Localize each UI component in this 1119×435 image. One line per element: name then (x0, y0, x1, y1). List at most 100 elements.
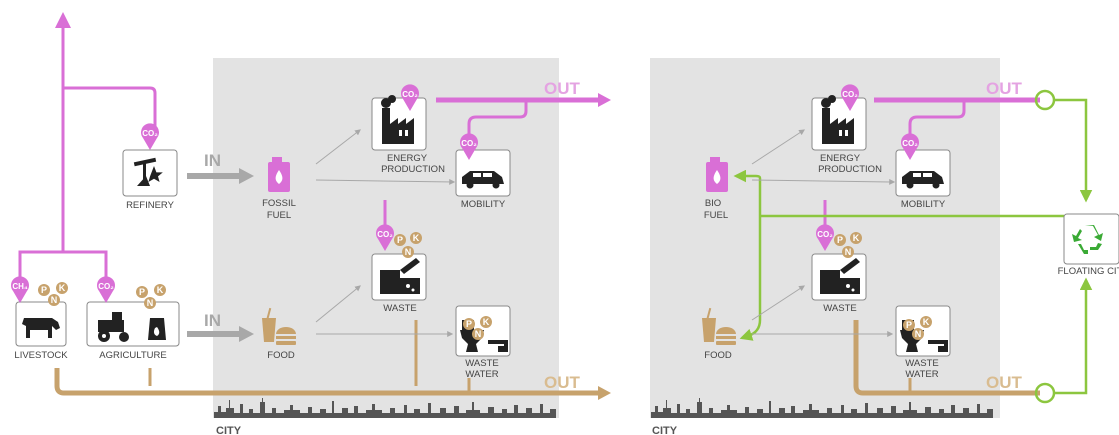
waste-water-label-left-2: WATER (465, 369, 498, 380)
energy-label-1: ENERGY (387, 153, 428, 164)
in-label-top: IN (204, 151, 221, 170)
waste-water-node-left: WASTE WATER P N K (455, 305, 511, 380)
grey-flows-right (751, 129, 896, 337)
npk-badges-waste-right: P N K (834, 232, 862, 258)
co2-pin-mobility-right: CO₂ (901, 133, 919, 160)
waste-node-left: WASTE CO₂ P N K (371, 224, 427, 314)
npk-badges-livestock: P N K (38, 282, 68, 306)
out-arrow-bottom-left (598, 386, 611, 400)
energy-production-node-right: ENERGY PRODUCTION CO₂ (811, 84, 882, 175)
svg-text:K: K (59, 283, 66, 293)
npk-badges-wastewater-left: P N K (463, 316, 492, 340)
refinery-label: REFINERY (126, 200, 175, 211)
mobility-node-right: MOBILITY CO₂ (895, 133, 951, 210)
emission-flows-left (18, 25, 600, 290)
burger-icon (702, 307, 736, 345)
svg-text:CH₄: CH₄ (12, 282, 28, 291)
npk-badges-wastewater-right: P N K (903, 316, 932, 340)
svg-text:N: N (51, 295, 58, 305)
svg-text:CO₂: CO₂ (377, 230, 393, 239)
bio-fuel-node: BIO FUEL (704, 157, 728, 221)
mobility-label-left: MOBILITY (461, 199, 506, 210)
energy-production-node-left: ENERGY PRODUCTION CO₂ (371, 84, 445, 175)
svg-text:P: P (837, 235, 843, 245)
svg-text:N: N (915, 329, 922, 339)
ch4-pin-livestock: CH₄ (11, 276, 30, 303)
npk-badges-waste-left: P N K (394, 232, 422, 258)
nutrient-flows-right (853, 320, 1040, 396)
left-panel: CITY (11, 12, 611, 435)
in-label-bottom: IN (204, 311, 221, 330)
livestock-label: LIVESTOCK (14, 350, 68, 361)
svg-text:CO₂: CO₂ (461, 139, 477, 148)
energy-label-right-1: ENERGY (820, 153, 861, 164)
svg-text:N: N (845, 247, 852, 257)
emission-flows-right (823, 97, 1040, 228)
tractor-icon (98, 312, 129, 342)
waste-node-right: WASTE CO₂ P N K (811, 224, 867, 314)
co2-pin-refinery: CO₂ (141, 123, 160, 150)
energy-label-right-2: PRODUCTION (818, 164, 882, 175)
nutrient-flows-left (54, 320, 600, 396)
fuel-canister-icon (268, 157, 290, 192)
svg-text:K: K (413, 233, 420, 243)
svg-text:K: K (157, 285, 164, 295)
waste-water-label-right-1: WASTE (905, 358, 938, 369)
right-panel: CITY OUT OUT (650, 58, 1119, 435)
city-label-right: CITY (652, 425, 678, 435)
food-node-left: FOOD (262, 307, 296, 361)
out-label-bottom-right: OUT (986, 373, 1023, 392)
out-label-top-left: OUT (544, 79, 581, 98)
city-label-left: CITY (216, 425, 242, 435)
co2-pin-waste-left: CO₂ (376, 224, 394, 251)
svg-text:P: P (466, 319, 472, 329)
out-label-bottom-left: OUT (544, 373, 581, 392)
svg-text:CO₂: CO₂ (817, 230, 833, 239)
fossil-fuel-node: FOSSIL FUEL (262, 157, 296, 221)
floating-city-label: FLOATING CIT (1058, 266, 1119, 277)
svg-text:CO₂: CO₂ (842, 90, 858, 99)
bio-fuel-label-2: FUEL (704, 210, 728, 221)
svg-text:P: P (397, 235, 403, 245)
floating-city-node: FLOATING CIT (1058, 213, 1119, 277)
burger-icon (262, 307, 296, 345)
npk-badges-agriculture: P N K (136, 284, 166, 309)
fossil-fuel-label-2: FUEL (267, 210, 291, 221)
waste-water-label-right-2: WATER (905, 369, 938, 380)
svg-text:P: P (41, 285, 47, 295)
livestock-node: LIVESTOCK CH₄ P N K (11, 276, 68, 361)
fuel-canister-icon (706, 157, 728, 192)
svg-text:N: N (475, 329, 482, 339)
grey-flows-left (315, 129, 456, 337)
co2-pin-waste-right: CO₂ (816, 224, 834, 251)
emission-arrow-up (55, 12, 71, 28)
waste-label-right: WASTE (823, 303, 856, 314)
in-arrows-left (187, 168, 254, 342)
svg-text:CO₂: CO₂ (142, 129, 158, 138)
out-label-top-right: OUT (986, 79, 1023, 98)
svg-text:K: K (483, 317, 490, 327)
fossil-fuel-label-1: FOSSIL (262, 198, 296, 209)
waste-water-node-right: WASTE WATER P N K (895, 305, 951, 380)
oil-pump-icon (133, 157, 163, 186)
food-label-right: FOOD (704, 350, 732, 361)
svg-text:CO₂: CO₂ (98, 282, 114, 291)
svg-text:K: K (853, 233, 860, 243)
mobility-label-right: MOBILITY (901, 199, 946, 210)
co2-pin-mobility-left: CO₂ (460, 133, 478, 160)
food-label-left: FOOD (267, 350, 295, 361)
dump-truck-icon (820, 258, 860, 294)
cow-icon (22, 318, 60, 338)
fertilizer-bag-icon (148, 318, 166, 340)
svg-text:P: P (906, 320, 912, 330)
svg-text:P: P (139, 287, 145, 297)
refinery-node: REFINERY CO₂ (122, 123, 178, 211)
svg-text:K: K (923, 317, 930, 327)
car-icon (902, 171, 944, 189)
bio-fuel-label-1: BIO (705, 198, 721, 209)
co2-pin-energy-right: CO₂ (840, 84, 859, 111)
svg-text:N: N (405, 247, 412, 257)
svg-text:CO₂: CO₂ (902, 139, 918, 148)
out-arrow-top-left (598, 93, 611, 107)
